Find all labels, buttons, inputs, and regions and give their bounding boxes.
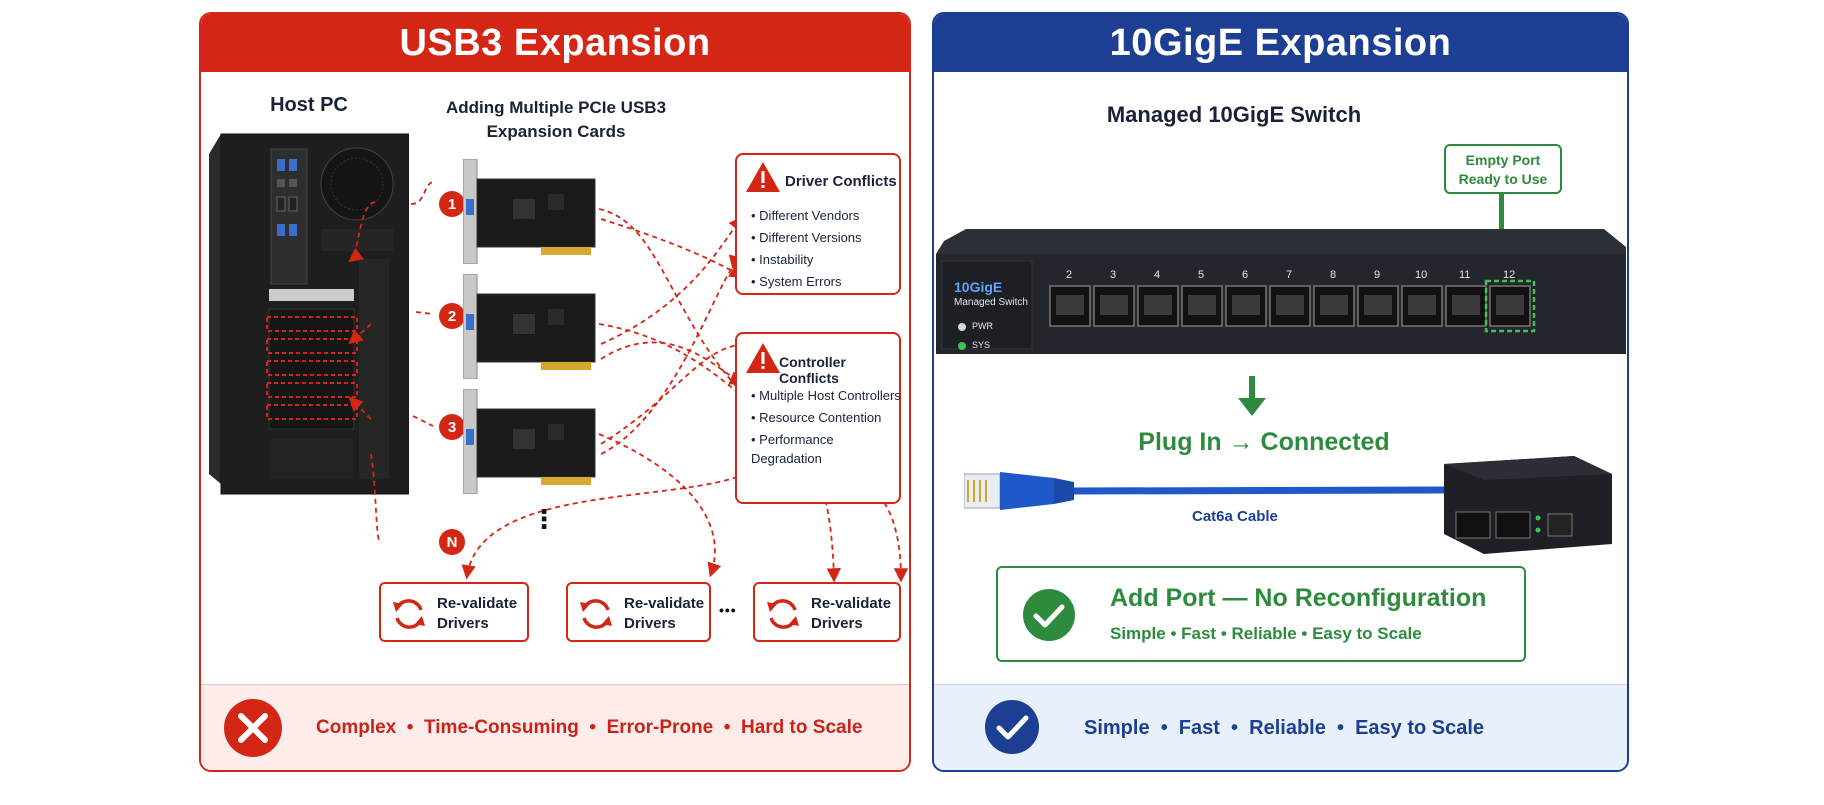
revalidate-label-line2: Drivers — [437, 615, 489, 632]
add-port-subtitle: Simple • Fast • Reliable • Easy to Scale — [1110, 624, 1422, 643]
driver-conflicts-title: Driver Conflicts — [785, 173, 897, 190]
port-number-row: 2 3 4 5 6 7 8 9 10 11 12 — [1050, 269, 1530, 283]
cat6a-cable-label: Cat6a Cable — [1192, 508, 1278, 525]
switch-chassis-image — [936, 229, 1626, 354]
controller-conflict-item: Multiple Host Controllers — [751, 386, 901, 405]
controller-conflict-item: Performance Degradation — [751, 430, 901, 468]
refresh-icon — [580, 599, 612, 629]
10gige-footer-text: Simple • Fast • Reliable • Easy to Scale — [1084, 717, 1485, 739]
port-number: 12 — [1503, 269, 1516, 281]
host-pc-label: Host PC — [270, 94, 348, 116]
managed-switch-label: Managed 10GigE Switch — [1106, 102, 1362, 127]
check-circle-icon — [985, 700, 1039, 754]
controller-conflicts-title: Controller Conflicts — [779, 354, 846, 386]
switch-subtitle: Managed Switch — [954, 297, 1028, 308]
warning-icon — [746, 162, 780, 192]
empty-port-line2: Ready to Use — [1458, 171, 1548, 187]
marker-2: 2 — [439, 303, 465, 329]
marker-n: N — [439, 529, 465, 555]
controller-conflicts-list: Multiple Host Controllers Resource Conte… — [751, 386, 901, 468]
cat6a-cable-image — [964, 456, 1612, 554]
empty-port-line1: Empty Port — [1465, 152, 1541, 168]
pcie-usb3-card-1 — [463, 159, 596, 264]
revalidate-label-line1: Re-validate — [624, 595, 705, 612]
refresh-icon — [767, 599, 799, 629]
down-arrow-icon — [1238, 376, 1266, 416]
usb3-expansion-panel: USB3 Expansion Host PC Adding Multiple P… — [199, 12, 911, 772]
port-number: 10 — [1415, 269, 1428, 281]
port-number: 4 — [1154, 269, 1161, 281]
usb3-panel-title: USB3 Expansion — [201, 14, 909, 72]
revalidate-dots: ••• — [719, 602, 737, 618]
add-port-title: Add Port — No Reconfiguration — [1110, 584, 1487, 612]
pcie-cards-label-line2: Expansion Cards — [486, 122, 626, 141]
marker-3: 3 — [439, 414, 465, 440]
pcie-cards-label-line1: Adding Multiple PCIe USB3 — [445, 98, 667, 117]
port-number: 11 — [1459, 269, 1471, 281]
revalidate-label-line2: Drivers — [624, 615, 676, 632]
driver-conflicts-list: Different Vendors Different Versions Ins… — [751, 205, 862, 293]
more-cards-ellipsis: ⋮ — [531, 504, 557, 534]
plug-in-connected-text: Plug In → Connected — [1138, 428, 1390, 456]
refresh-icon — [393, 599, 425, 629]
marker-1: 1 — [439, 191, 465, 217]
switch-brand: 10GigE — [954, 279, 1003, 295]
port-number: 2 — [1066, 269, 1073, 281]
driver-conflict-item: Different Vendors — [751, 205, 862, 227]
10gige-footer: Simple • Fast • Reliable • Easy to Scale — [934, 684, 1627, 770]
sys-led-label: SYS — [972, 340, 991, 350]
warning-icon — [746, 343, 780, 373]
port-number: 6 — [1242, 269, 1249, 281]
usb3-footer-text: Complex • Time-Consuming • Error-Prone •… — [316, 717, 863, 738]
port-number: 7 — [1286, 269, 1293, 281]
revalidate-label-line1: Re-validate — [811, 595, 892, 612]
driver-conflicts-box: Driver Conflicts Different Vendors Diffe… — [735, 153, 901, 295]
10gige-expansion-panel: 10GigE Expansion Managed 10GigE Switch E… — [932, 12, 1629, 772]
10gige-panel-title: 10GigE Expansion — [934, 14, 1627, 72]
driver-conflict-item: Instability — [751, 249, 862, 271]
error-x-icon — [224, 699, 282, 757]
driver-conflict-item: System Errors — [751, 271, 862, 293]
controller-conflict-item: Resource Contention — [751, 408, 901, 427]
controller-conflicts-box: Controller Conflicts Multiple Host Contr… — [735, 332, 901, 504]
managed-10gige-switch: 10GigE Managed Switch PWR SYS 2 3 4 5 6 … — [936, 229, 1626, 364]
driver-conflict-item: Different Versions — [751, 227, 861, 249]
pwr-led-label: PWR — [972, 321, 993, 331]
revalidate-label-line2: Drivers — [811, 615, 863, 632]
add-port-success-box: Add Port — No Reconfiguration Simple • F… — [996, 566, 1526, 662]
pcie-usb3-card-2 — [463, 274, 596, 379]
port-number: 9 — [1374, 269, 1381, 281]
usb3-footer: Complex • Time-Consuming • Error-Prone •… — [201, 684, 909, 770]
pcie-usb3-card-3 — [463, 389, 596, 494]
host-pc-tower-image — [209, 133, 409, 495]
pcie-cards-label: Adding Multiple PCIe USB3 Expansion Card… — [426, 96, 686, 144]
port-number: 3 — [1110, 269, 1117, 281]
port-number: 8 — [1330, 269, 1337, 281]
empty-port-callout: Empty Port Ready to Use — [1444, 144, 1562, 194]
check-circle-icon — [1023, 589, 1075, 641]
port-number: 5 — [1198, 269, 1205, 281]
revalidate-label-line1: Re-validate — [437, 595, 518, 612]
